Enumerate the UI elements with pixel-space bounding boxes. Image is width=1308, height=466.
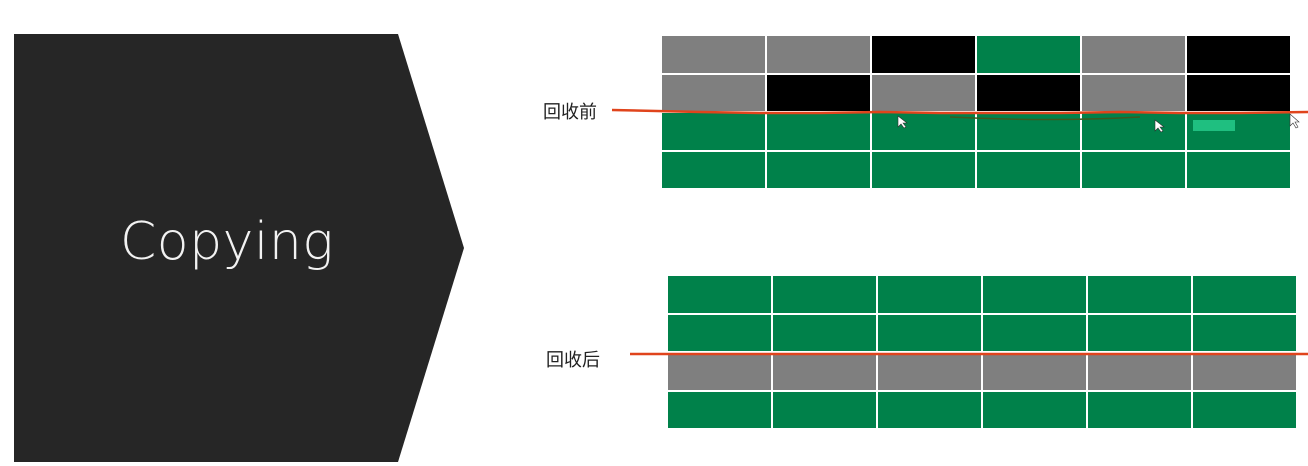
memory-cell-green: [773, 276, 876, 313]
memory-cell-green: [662, 113, 765, 150]
memory-cell-black: [872, 36, 975, 73]
memory-cell-black: [1187, 74, 1290, 111]
chevron-arrow-body: [14, 34, 464, 462]
memory-cell-green: [977, 151, 1080, 188]
memory-cell-green: [1088, 276, 1191, 313]
memory-cell-green: [1187, 151, 1290, 188]
after-gc-label: 回收后: [546, 350, 600, 371]
memory-cell-gray: [983, 353, 1086, 390]
memory-cell-green: [1082, 113, 1185, 150]
memory-cell-green: [977, 36, 1080, 73]
memory-cell-gray: [1082, 36, 1185, 73]
memory-cell-green: [983, 391, 1086, 428]
memory-cell-green: [662, 151, 765, 188]
memory-cell-green: [878, 314, 981, 351]
memory-cell-green: [1193, 314, 1296, 351]
memory-cell-green: [1193, 276, 1296, 313]
memory-cell-gray: [662, 36, 765, 73]
memory-cell-green: [1082, 151, 1185, 188]
memory-cell-green: [668, 391, 771, 428]
memory-cell-gray: [872, 74, 975, 111]
memory-cell-green: [767, 113, 870, 150]
memory-cell-gray: [1193, 353, 1296, 390]
memory-cell-green: [872, 151, 975, 188]
memory-cell-gray: [668, 353, 771, 390]
memory-cell-gray: [662, 74, 765, 111]
memory-cell-green: [872, 113, 975, 150]
memory-cell-green: [668, 276, 771, 313]
memory-cell-gray: [1082, 74, 1185, 111]
memory-cell-green: [977, 113, 1080, 150]
memory-cell-green: [668, 314, 771, 351]
memory-cell-green: [773, 391, 876, 428]
memory-cell-green: [773, 314, 876, 351]
memory-cell-black: [977, 74, 1080, 111]
slide-title: Copying: [120, 212, 335, 272]
memory-cell-black: [767, 74, 870, 111]
memory-cell-green: [1193, 391, 1296, 428]
memory-cell-green: [767, 151, 870, 188]
memory-cell-gray: [773, 353, 876, 390]
memory-cell-gray: [767, 36, 870, 73]
memory-cell-gray: [878, 353, 981, 390]
memory-grid-before: [662, 36, 1290, 188]
before-gc-label: 回收前: [543, 102, 597, 123]
memory-cell-green: [878, 276, 981, 313]
memory-cell-green: [878, 391, 981, 428]
memory-cell-green: [1088, 314, 1191, 351]
memory-grid-after: [668, 276, 1296, 428]
memory-cell-green: [983, 276, 1086, 313]
memory-cell-black: [1187, 36, 1290, 73]
memory-cell-gray: [1088, 353, 1191, 390]
memory-cell-green: [1187, 113, 1290, 150]
memory-cell-green: [1088, 391, 1191, 428]
memory-cell-green: [983, 314, 1086, 351]
